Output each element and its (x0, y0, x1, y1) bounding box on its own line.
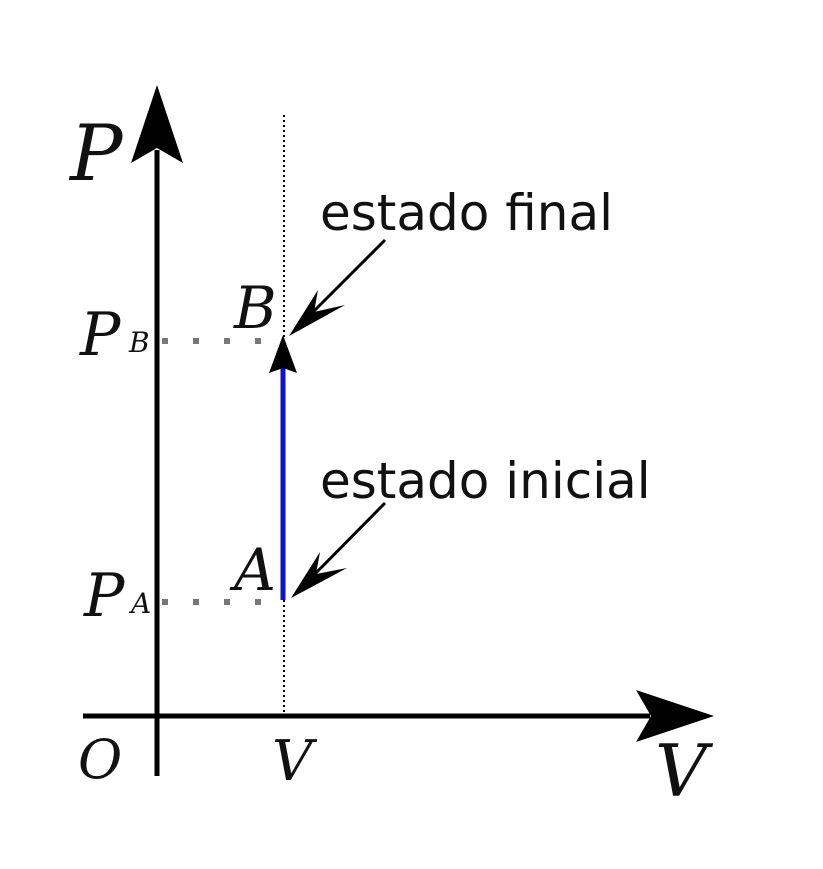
point-a-label: A (229, 536, 276, 604)
origin-label: O (78, 728, 122, 791)
p-axis-label: P (68, 109, 124, 199)
final-state-annotation: estado final (320, 184, 613, 242)
point-b-label: B (233, 274, 277, 342)
v-axis-arrowhead (636, 690, 714, 742)
initial-state-pointer-head (291, 552, 347, 598)
initial-state-annotation: estado inicial (320, 452, 651, 510)
pa-tick-label: P (83, 561, 126, 631)
process-arrowhead (269, 335, 297, 373)
v-tick-label: V (272, 729, 318, 794)
pb-tick-subscript: B (128, 326, 150, 359)
final-state-pointer-head (289, 290, 345, 336)
initial-state-pointer (305, 501, 387, 584)
pb-tick-label: P (79, 300, 122, 370)
pa-tick-subscript: A (128, 587, 151, 620)
final-state-pointer (303, 238, 387, 322)
v-axis-label: V (655, 729, 714, 813)
p-axis-arrowhead (131, 85, 183, 163)
